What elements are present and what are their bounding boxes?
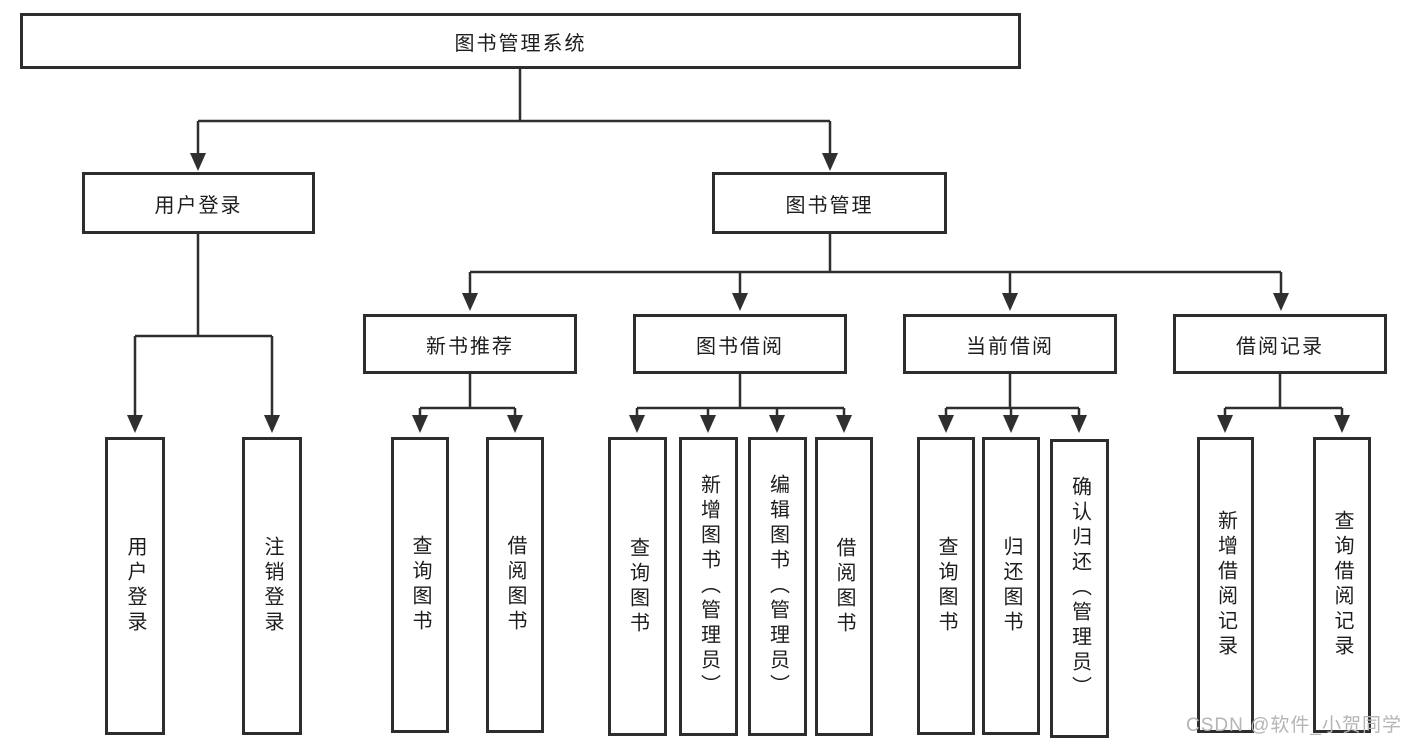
node-book-management: 图书管理 xyxy=(712,172,947,234)
leaf-return-books: 归还图书 xyxy=(982,437,1040,735)
node-book-borrow: 图书借阅 xyxy=(633,314,847,374)
leaf-user-login: 用户登录 xyxy=(105,437,165,735)
leaf-borrow-books-recommend: 借阅图书 xyxy=(486,437,544,733)
leaf-logout: 注销登录 xyxy=(242,437,302,735)
leaf-query-books-borrow: 查询图书 xyxy=(608,437,667,736)
watermark-text: CSDN @软件_小贺同学 xyxy=(1186,715,1402,736)
node-current-borrow: 当前借阅 xyxy=(903,314,1117,374)
leaf-borrow-books-borrow: 借阅图书 xyxy=(815,437,873,736)
node-new-book-recommend: 新书推荐 xyxy=(363,314,577,374)
node-borrow-records: 借阅记录 xyxy=(1173,314,1387,374)
leaf-add-books-admin: 新增图书（管理员） xyxy=(679,437,738,736)
node-library-management-system: 图书管理系统 xyxy=(20,13,1021,69)
leaf-confirm-return-admin: 确认归还（管理员） xyxy=(1050,439,1109,738)
leaf-query-borrow-record: 查询借阅记录 xyxy=(1313,437,1371,733)
leaf-query-books-current: 查询图书 xyxy=(917,437,975,735)
node-user-login: 用户登录 xyxy=(82,172,315,234)
leaf-edit-books-admin: 编辑图书（管理员） xyxy=(748,437,807,736)
leaf-query-books-recommend: 查询图书 xyxy=(391,437,449,733)
arrowhead-icons xyxy=(127,153,1350,433)
connector-lines xyxy=(133,69,1344,418)
leaf-add-borrow-record: 新增借阅记录 xyxy=(1197,437,1254,733)
